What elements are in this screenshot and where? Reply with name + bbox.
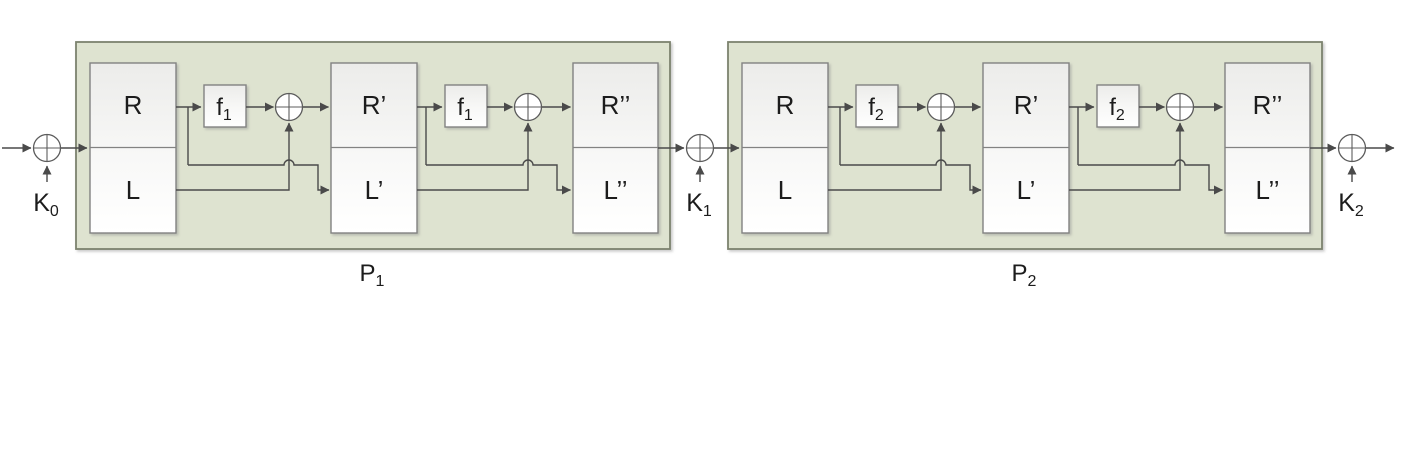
register-label-l-prime: L’ <box>1017 175 1036 205</box>
register-label-r: R <box>124 90 143 120</box>
wire-l-to-xor-1 <box>176 122 294 191</box>
register-label-l-second: L’’ <box>1255 175 1279 205</box>
main-data-path: K0 K1 K2 <box>2 133 1395 220</box>
f-label-first: f1 <box>216 94 232 124</box>
wire-lprime-to-xor-2 <box>1069 122 1185 191</box>
key-xor-k0: K0 <box>32 133 62 220</box>
register-label-l: L <box>126 175 140 205</box>
key-xor-k1: K1 <box>685 133 715 220</box>
round-block-1: R L R’ L’ R’’ L’’ f1 f1 P1 <box>75 41 671 290</box>
round-block-2: R L R’ L’ R’’ L’’ f2 f2 P2 <box>727 41 1323 290</box>
key-label-k2: K2 <box>1338 189 1364 220</box>
register-label-r-second: R’’ <box>1253 90 1283 120</box>
key-label-k1: K1 <box>686 189 712 220</box>
wire-r-to-lprime <box>840 159 982 195</box>
wire-rprime-to-lsecond <box>1078 159 1223 195</box>
wire-l-to-xor-1 <box>828 122 946 191</box>
xor-node-1 <box>926 92 956 122</box>
key-xor-k2: K2 <box>1337 133 1367 220</box>
round-label-p2: P2 <box>1012 260 1037 290</box>
register-label-l: L <box>778 175 792 205</box>
wire-rprime-to-lsecond <box>426 159 571 195</box>
round-label-p1: P1 <box>360 260 385 290</box>
xor-node-2 <box>513 92 543 122</box>
register-label-r-prime: R’ <box>362 90 387 120</box>
f-label-second: f2 <box>1109 94 1125 124</box>
key-label-k0: K0 <box>33 189 59 220</box>
f-box-first <box>203 84 247 128</box>
wire-lprime-to-xor-2 <box>417 122 533 191</box>
register-label-r-second: R’’ <box>601 90 631 120</box>
register-label-l-second: L’’ <box>603 175 627 205</box>
f-box-second <box>1096 84 1140 128</box>
f-box-second <box>444 84 488 128</box>
register-label-r: R <box>776 90 795 120</box>
register-label-r-prime: R’ <box>1014 90 1039 120</box>
register-label-l-prime: L’ <box>365 175 384 205</box>
xor-node-1 <box>274 92 304 122</box>
xor-node-2 <box>1165 92 1195 122</box>
f-label-first: f2 <box>868 94 884 124</box>
f-label-second: f1 <box>457 94 473 124</box>
wire-r-to-lprime <box>188 159 330 195</box>
f-box-first <box>855 84 899 128</box>
